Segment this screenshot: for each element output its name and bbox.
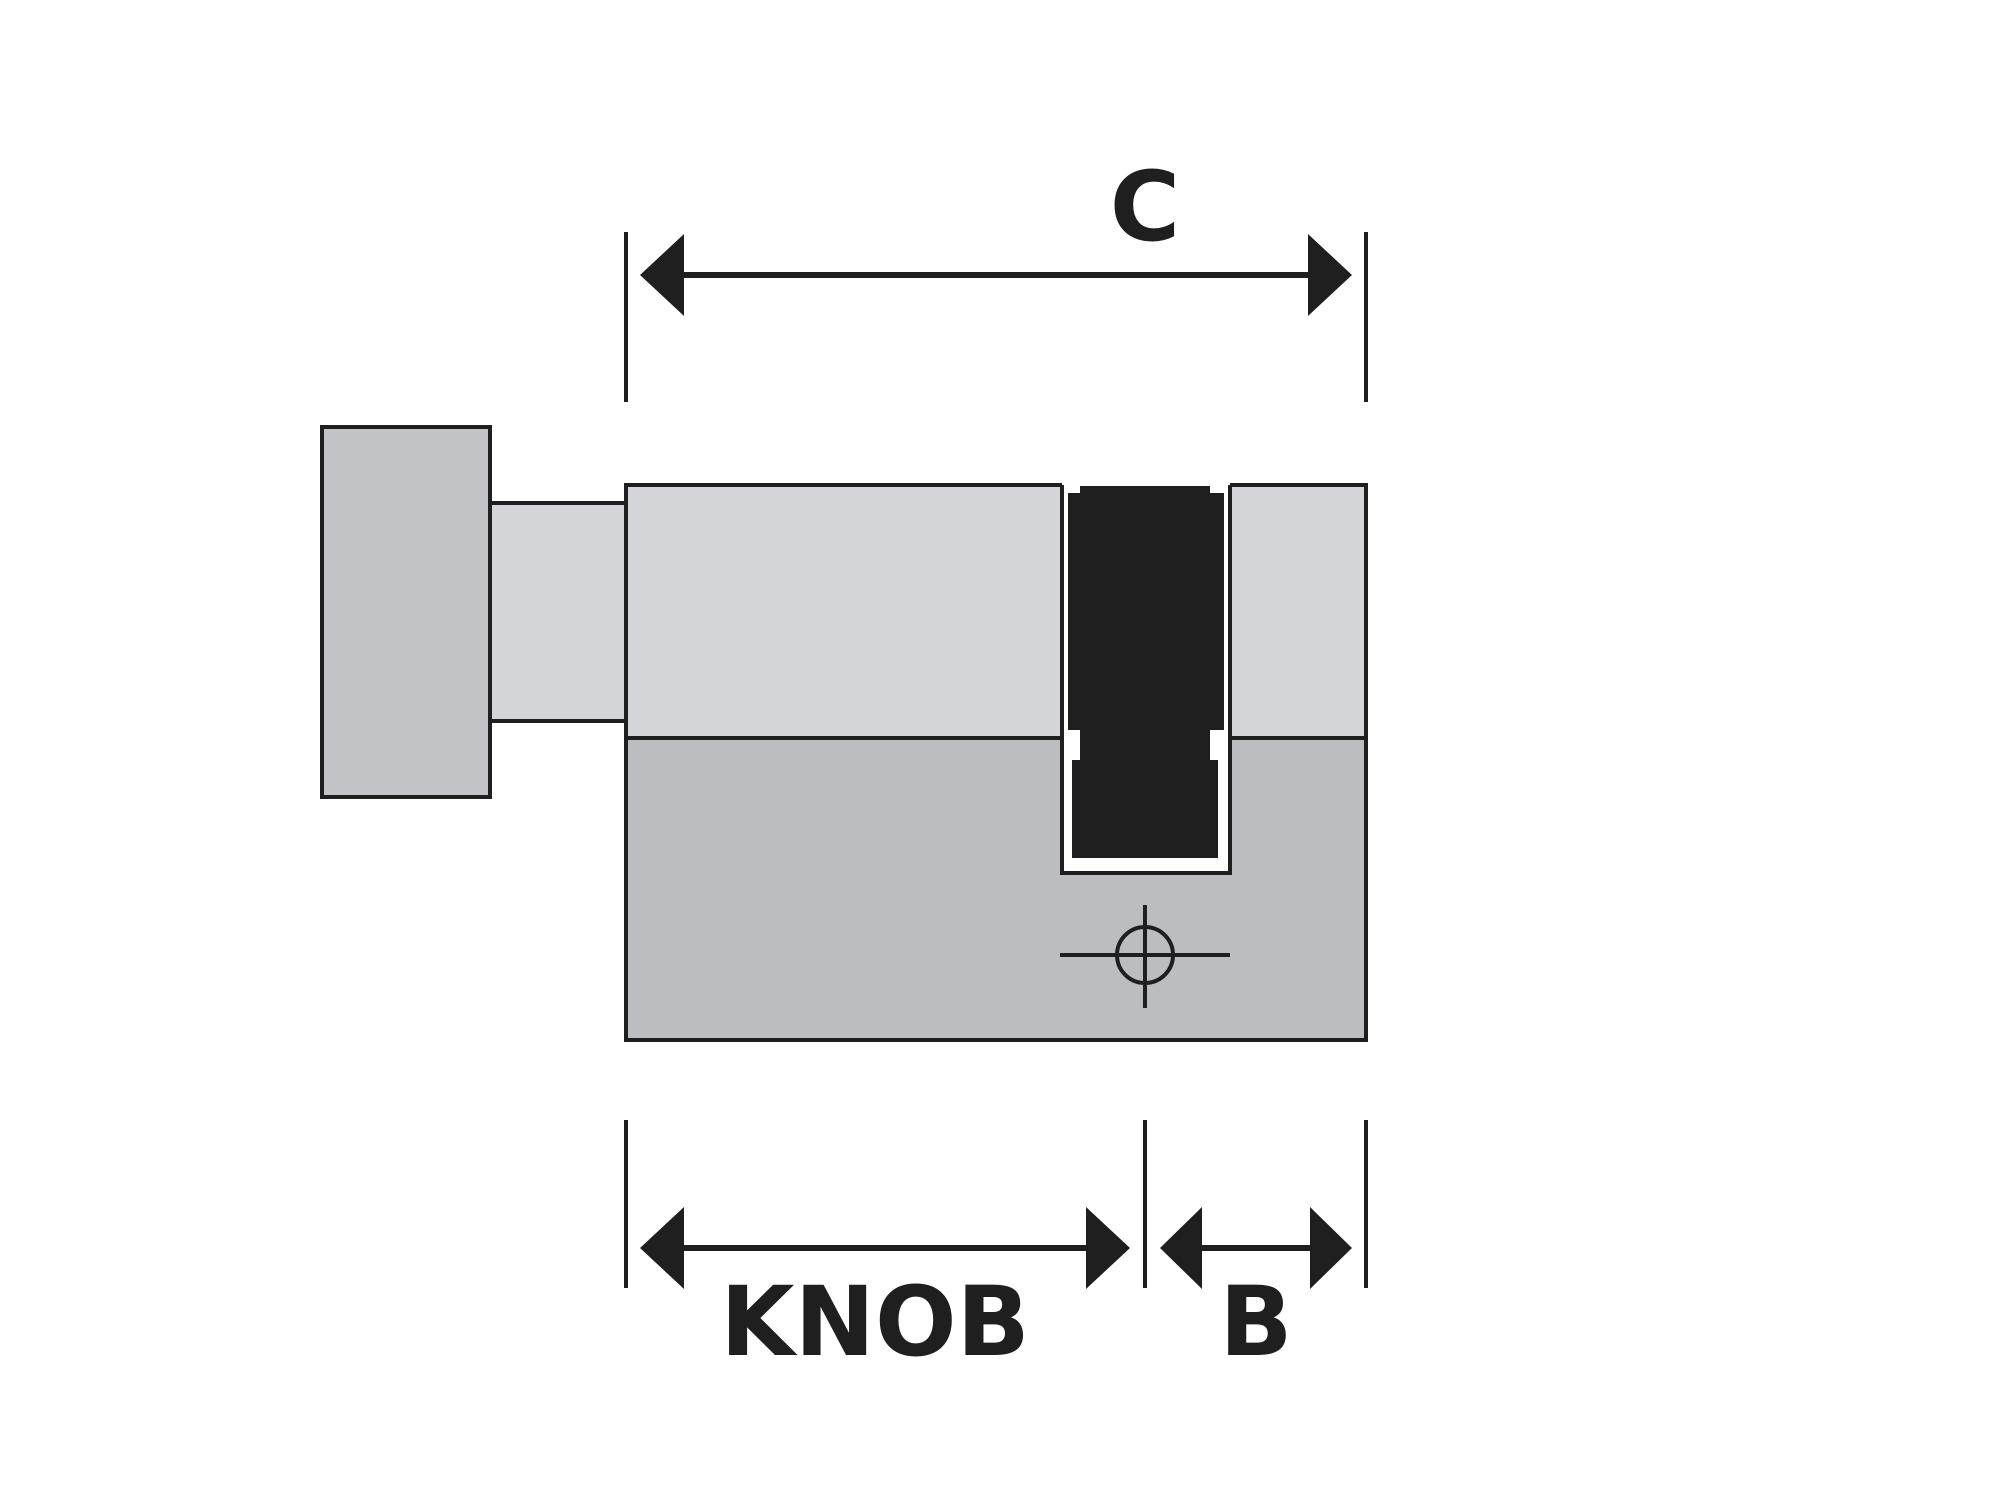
knob-thumb-turn [320,425,492,799]
dimension-c-arrow-left [640,234,684,316]
cylinder-body-lower [624,736,1368,1042]
dimension-c-label: C [1110,151,1180,263]
cam-slot-outline [1060,485,1232,875]
dimension-b: B [1160,1207,1352,1378]
cylinder-drawing [320,425,1368,1042]
fixing-screw-hole [1060,905,1230,1008]
cam [1068,486,1224,858]
dimension-b-arrow-right [1310,1207,1352,1289]
dimension-knob: KNOB [640,1207,1130,1378]
dimension-c-arrow-right [1308,234,1352,316]
cylinder-body-upper [624,483,1368,740]
dimension-knob-arrow-right [1086,1207,1130,1289]
knob-neck [488,501,628,723]
dimension-b-label: B [1219,1266,1292,1378]
dimension-knob-arrow-left [640,1207,684,1289]
dimension-b-arrow-left [1160,1207,1202,1289]
dimension-knob-label: KNOB [720,1266,1030,1378]
dimension-c: C [640,151,1352,316]
extension-lines [624,232,1368,1288]
